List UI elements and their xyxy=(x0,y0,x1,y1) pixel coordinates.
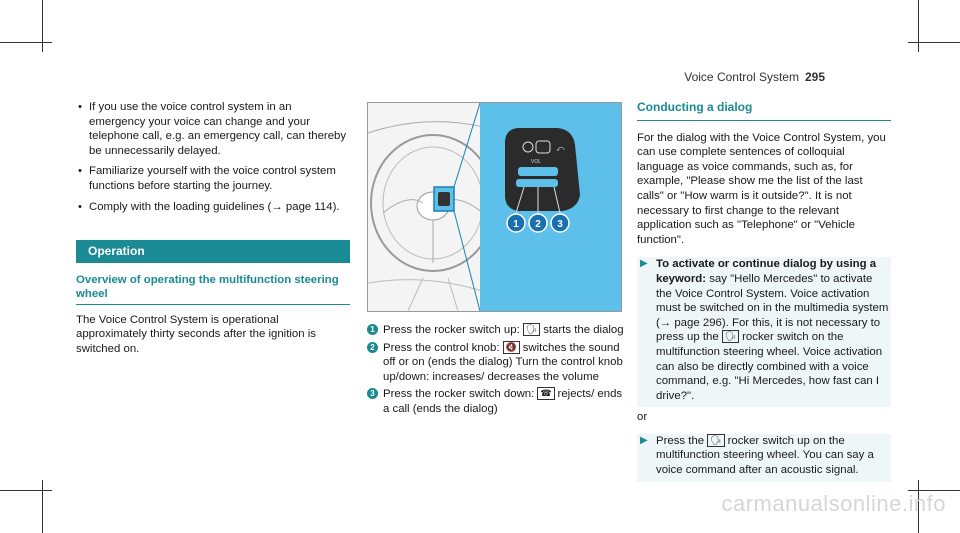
caption-number: 2 xyxy=(367,341,378,353)
caption-text: Press the rocker switch down: xyxy=(383,388,535,401)
bullet-item: If you use the voice control system in a… xyxy=(76,100,350,158)
callout-3 xyxy=(550,213,570,233)
page-header: Voice Control System 295 xyxy=(684,70,825,84)
crop-mark xyxy=(908,490,960,491)
step-text: rocker switch on the multifunction steer… xyxy=(656,331,883,402)
crop-mark xyxy=(918,480,919,533)
crop-mark xyxy=(42,480,43,533)
voice-icon: 🗣 xyxy=(522,323,541,336)
paragraph: The Voice Control System is operational … xyxy=(76,313,316,355)
vol-label: VOL xyxy=(531,159,541,165)
caption-list: 1 Press the rocker switch up:🗣starts the… xyxy=(367,323,627,420)
section-heading: Conducting a dialog xyxy=(637,100,891,121)
page-number: 295 xyxy=(804,70,825,84)
instruction-step: To activate or continue dialog by using … xyxy=(637,257,891,403)
crop-mark xyxy=(0,42,52,43)
instruction-step: Press the🗣rocker switch up on the multif… xyxy=(637,433,891,478)
left-column: If you use the voice control system in a… xyxy=(76,100,350,357)
crop-mark xyxy=(0,490,52,491)
crop-mark xyxy=(908,42,960,43)
intro-paragraph: For the dialog with the Voice Control Sy… xyxy=(637,131,886,246)
section-bar-operation: Operation xyxy=(76,240,350,263)
callout-1 xyxy=(506,213,526,233)
right-column: Conducting a dialog For the dialog with … xyxy=(637,100,891,482)
caption-text: switches the sound off or on (ends the d… xyxy=(383,341,623,383)
callout-2-label: 2 xyxy=(535,219,541,230)
crop-mark xyxy=(918,0,919,52)
caption-text: starts the dialog xyxy=(543,324,624,336)
caption-text: rejects/ ends a call (ends the dialog) xyxy=(383,388,623,415)
illustration-svg: ⤺ VOL 1 2 3 xyxy=(368,103,621,311)
step-text: say "Hello Mercedes" to activate the Voi… xyxy=(656,272,889,344)
watermark: carmanualsonline.info xyxy=(721,491,946,516)
step-text: rocker switch up on the multifunction st… xyxy=(656,434,874,477)
callout-3-label: 3 xyxy=(557,219,563,230)
instruction-block: To activate or continue dialog by using … xyxy=(637,257,891,408)
caption-item: 3 Press the rocker switch down:☎rejects/… xyxy=(367,387,627,416)
section-title: Voice Control System xyxy=(684,70,799,84)
caption-item: 2 Press the control knob:🔇switches the s… xyxy=(367,340,627,385)
voice-icon: 🗣 xyxy=(707,433,725,447)
caption-number: 3 xyxy=(367,388,378,400)
steering-wheel-illustration: ⤺ VOL 1 2 3 xyxy=(367,102,622,312)
step-text: Press the xyxy=(656,434,705,447)
voice-icon: 🗣 xyxy=(721,330,740,344)
step-title: To activate or continue dialog by using … xyxy=(656,258,877,285)
caption-item: 1 Press the rocker switch up:🗣starts the… xyxy=(367,323,627,338)
or-label: or xyxy=(637,411,648,424)
subheading: Overview of operating the multifunction … xyxy=(76,273,350,305)
callout-1-label: 1 xyxy=(513,219,519,230)
caption-text: Press the control knob: xyxy=(383,341,500,354)
callout-2 xyxy=(528,213,548,233)
caption-text: Press the rocker switch up: xyxy=(383,324,520,336)
bullet-item: Comply with the loading guidelines (→ pa… xyxy=(76,200,350,215)
instruction-block: Press the🗣rocker switch up on the multif… xyxy=(637,433,891,482)
svg-text:⤺: ⤺ xyxy=(556,144,565,153)
bullet-item: Familiarize yourself with the voice cont… xyxy=(76,164,350,193)
hang-up-icon: ☎ xyxy=(537,387,555,401)
crop-mark xyxy=(42,0,43,52)
caption-number: 1 xyxy=(367,324,378,335)
mute-icon: 🔇 xyxy=(502,340,520,354)
